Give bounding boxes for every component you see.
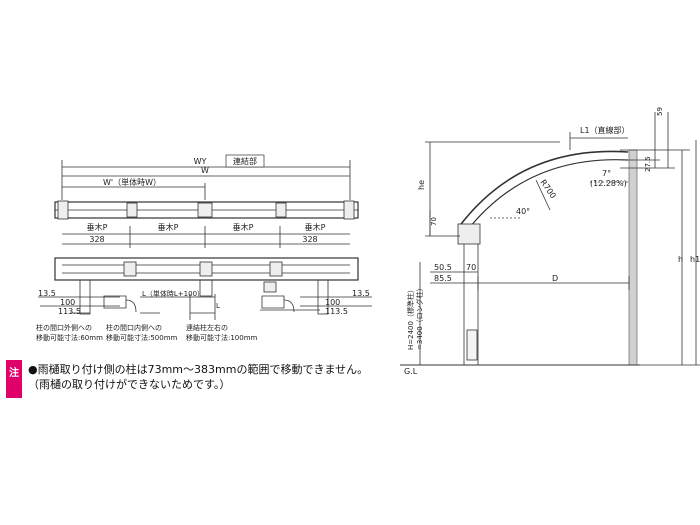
front-post xyxy=(199,279,213,297)
angle-40: 40° xyxy=(516,207,530,216)
dim-100-right: 100 xyxy=(325,298,340,307)
beam-bracket xyxy=(126,202,138,218)
beam-bracket xyxy=(275,202,287,218)
gl-label: G.L xyxy=(404,367,418,376)
dim-113-5-right: 113.5 xyxy=(325,307,348,316)
dim-85-5: 85.5 xyxy=(434,274,452,283)
beam-bracket xyxy=(57,200,69,220)
angle-7-pct: (12.28%) xyxy=(590,179,627,188)
note-post-inner-1: 柱の間口内側への xyxy=(106,323,162,332)
dim-27-5: 27.5 xyxy=(644,156,652,172)
note-badge: 注 xyxy=(6,360,22,398)
radius-label: R700 xyxy=(538,178,557,200)
beam-bracket xyxy=(197,202,213,218)
dim-w: W xyxy=(201,166,209,175)
dim-wy: WY xyxy=(194,157,207,166)
dim-59: 59 xyxy=(656,107,664,116)
front-view xyxy=(38,160,372,320)
wall xyxy=(628,149,638,366)
note-post-outer-2: 移動可能寸法:60mm xyxy=(36,333,103,342)
dim-13-5-left: 13.5 xyxy=(38,289,56,298)
taruki-label-3: 垂木P xyxy=(233,222,254,232)
front-view-text: WY W W'（単体時W） 連結部 垂木P 垂木P 垂木P 垂木P 328 32… xyxy=(36,154,370,342)
taruki-label-1: 垂木P xyxy=(87,222,108,232)
dim-h1: h1 xyxy=(690,255,700,264)
dim-d: D xyxy=(552,274,558,283)
angle-7: 7° xyxy=(602,169,611,178)
taruki-label-4: 垂木P xyxy=(305,222,326,232)
roof-curve xyxy=(457,150,629,229)
dim-h-label-2: =3400（ロング柱） xyxy=(415,284,424,350)
dim-50-5: 50.5 xyxy=(434,263,452,272)
dim-h-label: H=2400（標準柱） xyxy=(406,286,415,350)
side-view-text: L1（直線部） 59 27.5 7° (12.28%) R700 40° he … xyxy=(404,107,700,376)
note-line-2: （雨樋の取り付けができないためです。） xyxy=(28,378,231,391)
note-post-outer-1: 柱の間口外側への xyxy=(36,323,92,332)
dim-70-top: 70 xyxy=(430,217,438,226)
gutter xyxy=(457,223,481,245)
dim-l-right: L xyxy=(216,302,220,310)
dim-13-5-right: 13.5 xyxy=(352,289,370,298)
taruki-label-2: 垂木P xyxy=(158,222,179,232)
beam-bracket xyxy=(343,200,355,220)
dim-100-left: 100 xyxy=(60,298,75,307)
side-view xyxy=(400,112,700,366)
dim-l1: L1（直線部） xyxy=(580,125,630,135)
drain-pipe xyxy=(103,295,137,313)
dim-he: he xyxy=(417,180,426,190)
note-text: ●雨樋取り付け側の柱は73mm～383mmの範囲で移動できません。 （雨樋の取り… xyxy=(28,362,368,392)
note-post-joint-2: 移動可能寸法:100mm xyxy=(186,333,258,342)
note-line-1: ●雨樋取り付け側の柱は73mm～383mmの範囲で移動できません。 xyxy=(28,363,369,376)
renketsu-label: 連結部 xyxy=(233,156,257,166)
dim-w-prime: W'（単体時W） xyxy=(103,177,161,187)
dim-328-right: 328 xyxy=(302,235,317,244)
note-post-joint-1: 連結柱左右の xyxy=(186,323,228,332)
dim-h: h xyxy=(678,255,683,264)
dim-70-mid: 70 xyxy=(466,263,476,272)
dim-l-left: L（単体時L+100） xyxy=(142,289,204,298)
dim-328-left: 328 xyxy=(89,235,104,244)
note-post-inner-2: 移動可能寸法:500mm xyxy=(106,333,178,342)
dim-113-5-left: 113.5 xyxy=(58,307,81,316)
